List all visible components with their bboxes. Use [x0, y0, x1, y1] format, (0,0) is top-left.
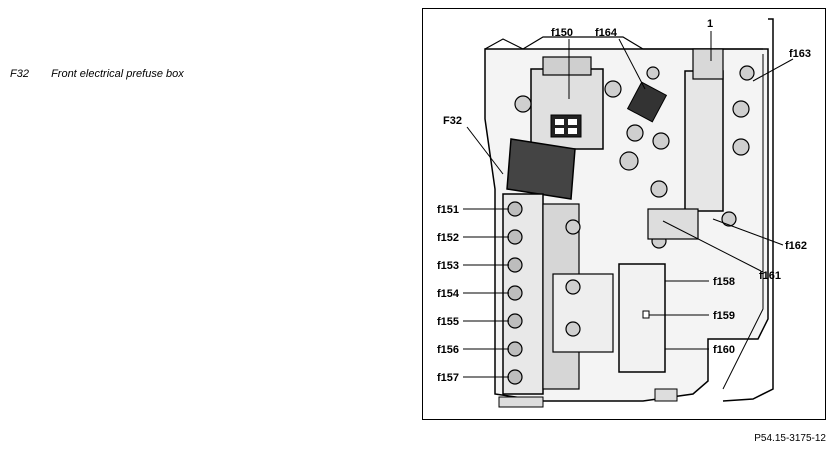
- foot-right: [654, 388, 678, 402]
- label-f151: f151: [437, 204, 459, 216]
- right-bracket-inner: [722, 54, 764, 390]
- label-f153: f153: [437, 260, 459, 272]
- label-f152: f152: [437, 232, 459, 244]
- connector-f150-slot-4: [568, 128, 577, 134]
- label-f154: f154: [437, 288, 460, 300]
- connector-f150-slot-1: [555, 119, 564, 125]
- connector-f150-slot-2: [568, 119, 577, 125]
- bolt-f155: [507, 313, 523, 329]
- label-f150: f150: [551, 27, 573, 39]
- legend-description: Front electrical prefuse box: [51, 68, 184, 80]
- busbar-bridge: [552, 273, 614, 353]
- fuse-f161-holder: [647, 208, 699, 240]
- relay-block: [684, 70, 724, 212]
- label-f157: f157: [437, 372, 459, 384]
- bolt-f156: [507, 341, 523, 357]
- lower-connector-tab: [642, 310, 650, 319]
- fuse-bolts: [507, 201, 523, 385]
- bolt-f153: [507, 257, 523, 273]
- label-f162: f162: [785, 240, 807, 252]
- label-f161: f161: [759, 270, 781, 282]
- label-f155: f155: [437, 316, 459, 328]
- fuse-box-figure: f150 f164 1 f163 F32 f151 f152 f153 f154…: [422, 8, 826, 420]
- bolt-f157: [507, 369, 523, 385]
- lower-connector: [618, 263, 666, 373]
- bolt-f151: [507, 201, 523, 217]
- label-F32: F32: [443, 115, 462, 127]
- fuse-box-drawing: f150 f164 1 f163 F32 f151 f152 f153 f154…: [437, 18, 811, 408]
- bolt-f154: [507, 285, 523, 301]
- top-bracket: [484, 36, 763, 50]
- misc-nuts: [514, 65, 755, 337]
- leader-lines: [463, 31, 794, 378]
- label-f156: f156: [437, 344, 459, 356]
- legend-code: F32: [10, 68, 29, 80]
- relay-block-top: [692, 48, 724, 80]
- angled-plug: [626, 81, 668, 123]
- foot-left: [498, 396, 544, 408]
- figure-reference: P54.15-3175-12: [754, 433, 826, 444]
- legend-row: F32 Front electrical prefuse box: [10, 68, 184, 80]
- label-1: 1: [707, 18, 713, 30]
- label-f158: f158: [713, 276, 735, 288]
- connector-f150-slot-3: [555, 128, 564, 134]
- label-f163: f163: [789, 48, 811, 60]
- dark-module: [506, 138, 576, 200]
- right-bracket: [722, 18, 774, 402]
- connector-f150-top: [542, 56, 592, 76]
- label-f164: f164: [595, 27, 618, 39]
- label-f159: f159: [713, 310, 735, 322]
- label-f160: f160: [713, 344, 735, 356]
- bolt-f152: [507, 229, 523, 245]
